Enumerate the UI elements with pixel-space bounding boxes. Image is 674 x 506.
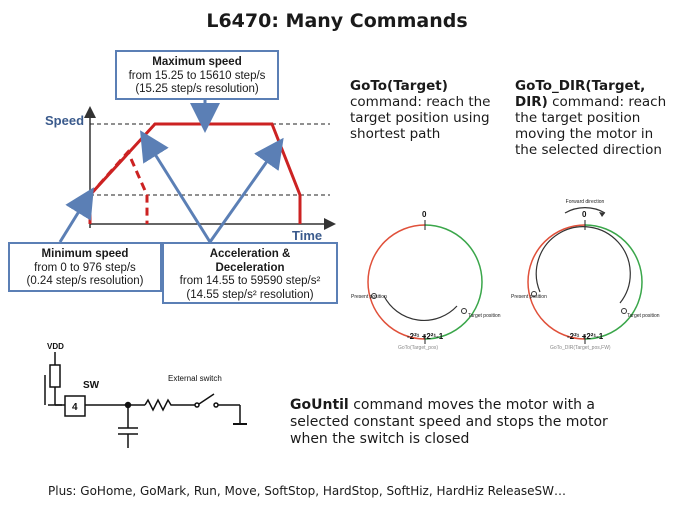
gountil-description: GoUntil command moves the motor with a s… — [290, 397, 640, 448]
gountil-command-name: GoUntil — [290, 397, 349, 413]
speed-axis-label: Speed — [45, 113, 84, 128]
goto-dir-circle-red-arc — [527, 224, 586, 340]
pin-label: 4 — [72, 402, 78, 413]
max-speed-box: Maximum speed from 15.25 to 15610 step/s… — [115, 50, 279, 100]
min-speed-heading: Minimum speed — [41, 248, 129, 260]
forward-direction-arrow — [564, 207, 606, 214]
arrow-decel — [208, 137, 284, 243]
time-axis-label: Time — [292, 228, 322, 243]
goto-command-name: GoTo(Target) — [350, 78, 448, 94]
switch-blade — [198, 393, 215, 405]
external-switch-label: External switch — [168, 374, 222, 383]
goto-move-arc — [383, 295, 458, 321]
goto-dir-bottom-label: -2²¹ +2²¹-1 — [567, 332, 604, 341]
accel-resolution: (14.55 step/s² resolution) — [186, 288, 314, 301]
page-title: L6470: Many Commands — [206, 10, 468, 32]
accel-heading-2: Deceleration — [215, 261, 285, 274]
goto-dir-top-label: 0 — [582, 210, 587, 219]
accel-heading-1: Acceleration & — [209, 248, 291, 260]
pullup-resistor — [49, 364, 61, 388]
goto-circle-diagram: 0 -2²¹ +2²¹-1 Present position Target po… — [351, 210, 501, 351]
arrow-min-speed — [58, 187, 94, 243]
other-commands-line: Plus: GoHome, GoMark, Run, Move, SoftSto… — [48, 484, 567, 498]
sw-label: SW — [83, 380, 100, 391]
goto-dir-command-name: GoTo_DIR(Target, DIR) — [515, 78, 646, 110]
speed-profile-dashed-curve — [88, 149, 149, 224]
min-speed-range: from 0 to 976 step/s — [34, 261, 136, 274]
switch-circuit — [44, 352, 247, 448]
goto-bottom-label: -2²¹ +2²¹-1 — [407, 332, 444, 341]
goto-dir-target-label: Target position — [627, 313, 660, 319]
goto-description: GoTo(Target) command: reach the target p… — [350, 78, 505, 142]
gountil-command-text: command moves the motor with a selected … — [290, 397, 608, 447]
goto-present-label: Present position — [351, 294, 387, 300]
max-speed-resolution: (15.25 step/s resolution) — [135, 83, 259, 95]
vdd-label: VDD — [47, 342, 64, 351]
series-resistor — [144, 398, 178, 412]
goto-dir-description: GoTo_DIR(Target, DIR) command: reach the… — [515, 78, 670, 158]
accel-range: from 14.55 to 59590 step/s² — [179, 275, 321, 287]
goto-dir-command-text: command: reach the target position movin… — [515, 94, 667, 158]
forward-direction-label: Forward direction — [566, 199, 605, 205]
goto-circle-green-arc — [424, 224, 483, 340]
goto-dir-move-arc — [535, 226, 631, 304]
goto-target-label: Target position — [468, 313, 501, 319]
pin-box — [64, 395, 86, 417]
max-speed-range: from 15.25 to 15610 step/s — [128, 69, 266, 82]
goto-dir-present-label: Present position — [511, 294, 547, 300]
min-speed-resolution: (0.24 step/s resolution) — [26, 275, 144, 287]
min-speed-box: Minimum speed from 0 to 976 step/s (0.24… — [8, 242, 162, 292]
goto-dir-caption: GoTo_DIR(Target_pos,FW) — [550, 345, 611, 351]
goto-caption: GoTo(Target_pos) — [398, 345, 438, 351]
max-speed-heading: Maximum speed — [152, 56, 242, 68]
acceleration-box: Acceleration & Deceleration from 14.55 t… — [162, 242, 338, 304]
goto-top-label: 0 — [422, 210, 427, 219]
goto-circle-red-arc — [367, 224, 426, 340]
arrow-accel — [140, 130, 212, 243]
goto-command-text: command: reach the target position using… — [350, 94, 491, 142]
speed-profile-curve — [88, 122, 302, 224]
goto-dir-circle-diagram: 0 -2²¹ +2²¹-1 Present position Target po… — [511, 199, 660, 351]
goto-dir-circle-green-arc — [584, 224, 643, 340]
